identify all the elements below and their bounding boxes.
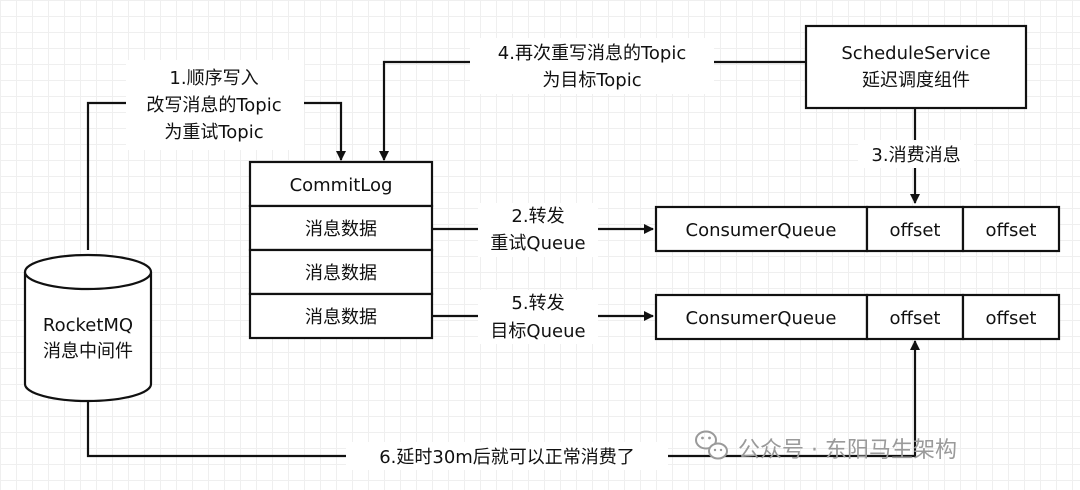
edge-step4-label: 4.再次重写消息的Topic 为目标Topic — [470, 38, 714, 94]
step1-line-1: 1.顺序写入 — [169, 68, 258, 89]
step4-line-2: 为目标Topic — [542, 70, 641, 91]
step5-line-2: 目标Queue — [490, 321, 585, 342]
edge-step5-label: 5.转发 目标Queue — [478, 290, 598, 344]
step3-text: 3.消费消息 — [871, 145, 960, 166]
schedule-label-1: ScheduleService — [841, 43, 990, 64]
watermark-text: 公众号 · 东阳马生架构 — [738, 438, 957, 463]
commitlog-node: CommitLog 消息数据 消息数据 消息数据 — [248, 160, 434, 340]
step2-line-1: 2.转发 — [511, 206, 564, 227]
rocketmq-label-2: 消息中间件 — [43, 341, 133, 362]
step1-line-2: 改写消息的Topic — [146, 95, 281, 116]
consumer-queue-1: ConsumerQueue offset offset — [654, 205, 1061, 253]
commitlog-row: 消息数据 — [305, 307, 377, 328]
commitlog-title: CommitLog — [290, 175, 393, 196]
rocketmq-node: RocketMQ 消息中间件 — [23, 253, 153, 403]
step1-line-3: 为重试Topic — [164, 122, 263, 143]
queue2-offset: offset — [986, 308, 1037, 329]
queue2-label: ConsumerQueue — [686, 308, 837, 329]
schedule-label-2: 延迟调度组件 — [862, 70, 970, 91]
commitlog-row: 消息数据 — [305, 263, 377, 284]
step4-line-1: 4.再次重写消息的Topic — [498, 43, 686, 64]
step6-text: 6.延时30m后就可以正常消费了 — [379, 447, 635, 468]
commitlog-row: 消息数据 — [305, 219, 377, 240]
step5-line-1: 5.转发 — [511, 293, 564, 314]
queue1-label: ConsumerQueue — [686, 220, 837, 241]
consumer-queue-2: ConsumerQueue offset offset — [654, 293, 1061, 341]
edge-step1-label: 1.顺序写入 改写消息的Topic 为重试Topic — [126, 60, 304, 150]
step2-line-2: 重试Queue — [490, 233, 585, 254]
edge-step6-label: 6.延时30m后就可以正常消费了 — [346, 442, 668, 470]
rocketmq-label-1: RocketMQ — [43, 315, 133, 336]
queue2-offset: offset — [890, 308, 941, 329]
queue1-offset: offset — [890, 220, 941, 241]
queue1-offset: offset — [986, 220, 1037, 241]
edge-step3-label: 3.消费消息 — [858, 140, 974, 168]
wechat-icon — [695, 430, 728, 460]
edge-step2-label: 2.转发 重试Queue — [478, 203, 598, 257]
schedule-service-node: ScheduleService 延迟调度组件 — [804, 24, 1028, 110]
watermark: 公众号 · 东阳马生架构 — [695, 430, 957, 463]
